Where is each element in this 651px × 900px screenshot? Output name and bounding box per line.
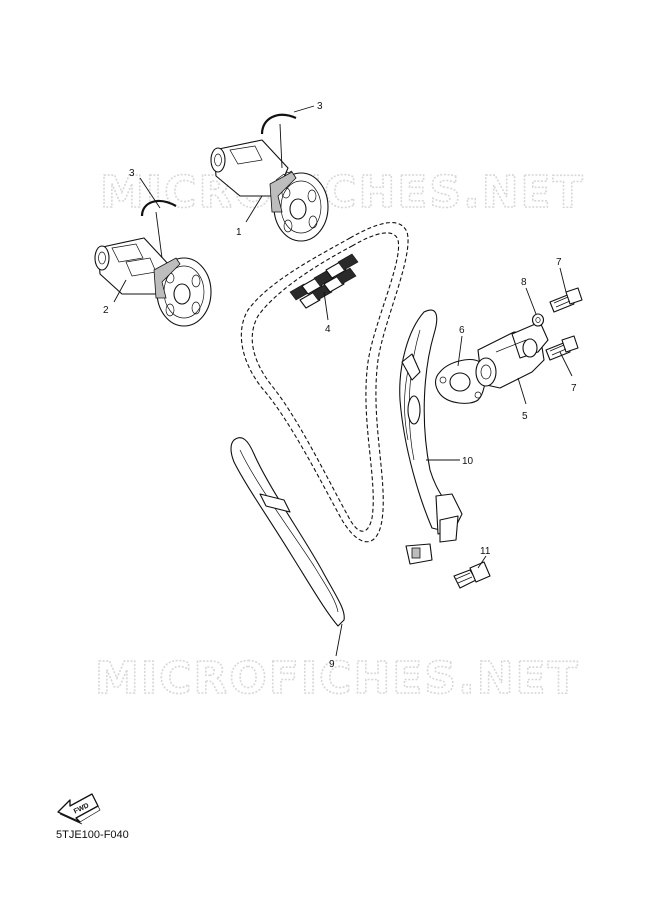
callout-8: 8 [521, 277, 527, 288]
chain-guide [230, 437, 345, 627]
watermark-bottom: MICROFICHES.NET [95, 653, 580, 704]
fwd-arrow-icon: FWD [57, 793, 101, 825]
callout-7-lower: 7 [571, 383, 577, 394]
callout-10: 10 [462, 456, 474, 467]
callout-3-lower: 3 [129, 168, 135, 179]
bolt-7-lower [545, 335, 579, 361]
callout-4: 4 [325, 324, 331, 335]
camshaft-upper [210, 139, 329, 242]
camshaft-lower [94, 237, 212, 327]
leader-lines [113, 105, 573, 657]
washer [531, 313, 545, 327]
callout-7-upper: 7 [556, 257, 562, 268]
callout-11: 11 [480, 546, 491, 557]
cam-chain [240, 222, 409, 543]
tensioner-gasket [434, 359, 486, 404]
clip-upper [260, 113, 297, 135]
clip-lower [140, 199, 177, 217]
chain-tensioner [475, 321, 549, 389]
callout-2: 2 [103, 305, 109, 316]
watermark-top: MICROFICHES.NET [100, 167, 585, 218]
bolt-7-upper [549, 287, 583, 313]
callout-1: 1 [236, 227, 242, 238]
drawing-code: 5TJE100-F040 [56, 829, 129, 841]
callout-9: 9 [329, 659, 335, 670]
chain-tensioner-guide [399, 309, 463, 565]
callout-5: 5 [522, 411, 528, 422]
callout-6: 6 [459, 325, 465, 336]
callout-3-upper: 3 [317, 101, 323, 112]
bolt-11 [453, 561, 491, 589]
